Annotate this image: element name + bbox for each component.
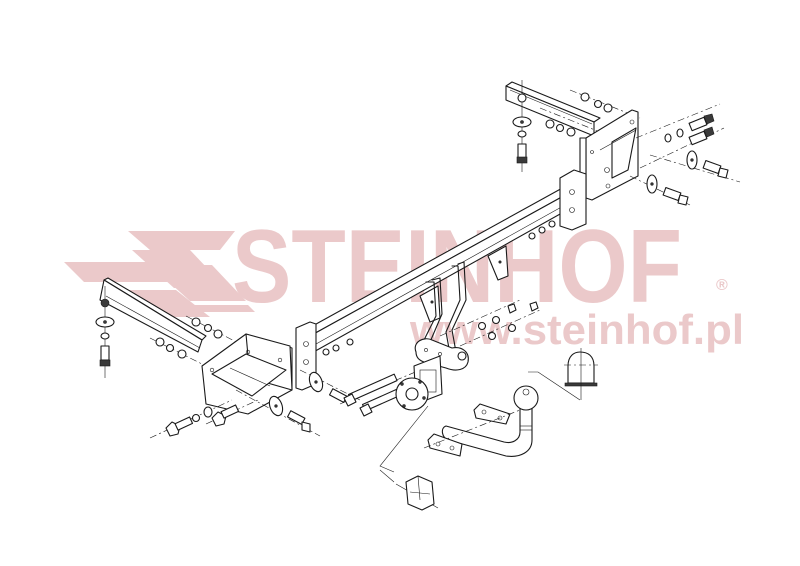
bolts-washers-nuts bbox=[629, 103, 741, 206]
steinhof-s-logo bbox=[64, 231, 255, 317]
left-mounting-plate bbox=[201, 333, 293, 415]
left-fasteners bbox=[149, 369, 361, 439]
socket-plate bbox=[339, 355, 443, 417]
left-side-rail bbox=[95, 277, 249, 378]
watermark-url: www.steinhof.pl bbox=[409, 306, 744, 353]
ball-cover bbox=[528, 348, 598, 401]
electrical-socket bbox=[379, 405, 439, 511]
tow-ball-neck bbox=[441, 385, 539, 457]
main-crossbeam bbox=[295, 169, 587, 391]
clamp-blocks bbox=[423, 403, 521, 457]
watermark-registered-mark: ® bbox=[716, 277, 728, 294]
